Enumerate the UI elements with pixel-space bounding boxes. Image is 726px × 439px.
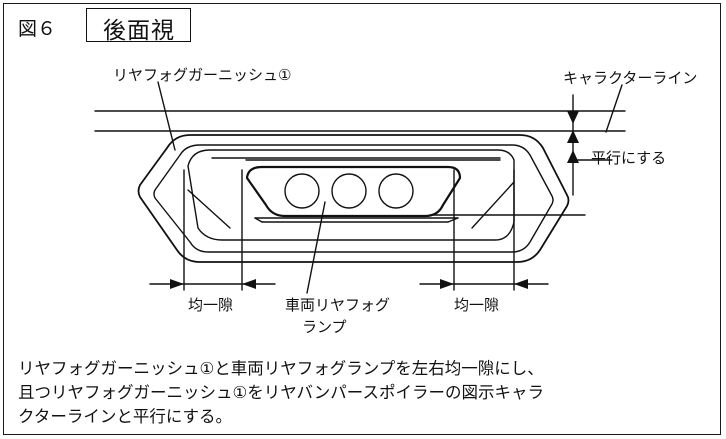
lamp-chevron-left bbox=[254, 217, 263, 223]
note-line-1: リヤフォグガーニッシュ①と車両リヤフォグランプを左右均一隙にし、 bbox=[18, 359, 544, 378]
label-lamp-line1: 車両リヤフォグ bbox=[285, 296, 391, 314]
figure-number: 図６ bbox=[18, 18, 57, 40]
fog-lamp-housing bbox=[245, 165, 462, 218]
garnish-inner bbox=[153, 144, 554, 253]
label-garnish: リヤフォグガーニッシュ① bbox=[113, 66, 292, 84]
arrow-gap-left-1 bbox=[170, 279, 184, 289]
arrow-char-top bbox=[567, 111, 579, 124]
label-parallel: 平行にする bbox=[591, 149, 667, 167]
leader-lamp bbox=[306, 201, 326, 294]
label-lamp-line2: ランプ bbox=[302, 318, 347, 336]
label-gap-right: 均一隙 bbox=[454, 296, 500, 314]
fog-lamp-bulb-1 bbox=[284, 173, 320, 209]
leader-character-line bbox=[605, 84, 623, 133]
note-line-3: クターラインと平行にする。 bbox=[18, 407, 233, 426]
figure-frame bbox=[3, 3, 721, 435]
lamp-chevron-right bbox=[447, 217, 459, 223]
arrow-gap-right-1 bbox=[440, 279, 454, 289]
leader-garnish bbox=[157, 81, 176, 151]
bezel-flank-left bbox=[187, 189, 231, 229]
arrow-char-bottom bbox=[567, 130, 579, 143]
arrow-gap-left-2 bbox=[242, 279, 256, 289]
fog-lamp-bulb-3 bbox=[378, 173, 414, 209]
label-gap-left: 均一隙 bbox=[188, 296, 234, 314]
bezel-flank-right bbox=[471, 181, 515, 229]
label-character-line: キャラクターライン bbox=[563, 69, 698, 87]
arrow-gap-right-2 bbox=[514, 279, 528, 289]
title-box bbox=[86, 8, 191, 42]
figure-title: 後面視 bbox=[103, 18, 175, 44]
note-line-2: 且つリヤフォグガーニッシュ①をリヤバンパースポイラーの図示キャラ bbox=[18, 383, 544, 402]
arrow-parallel-bottom bbox=[567, 150, 579, 163]
garnish-outer bbox=[137, 134, 570, 263]
fog-lamp-bulb-2 bbox=[331, 173, 367, 209]
bezel-outer bbox=[187, 149, 515, 241]
